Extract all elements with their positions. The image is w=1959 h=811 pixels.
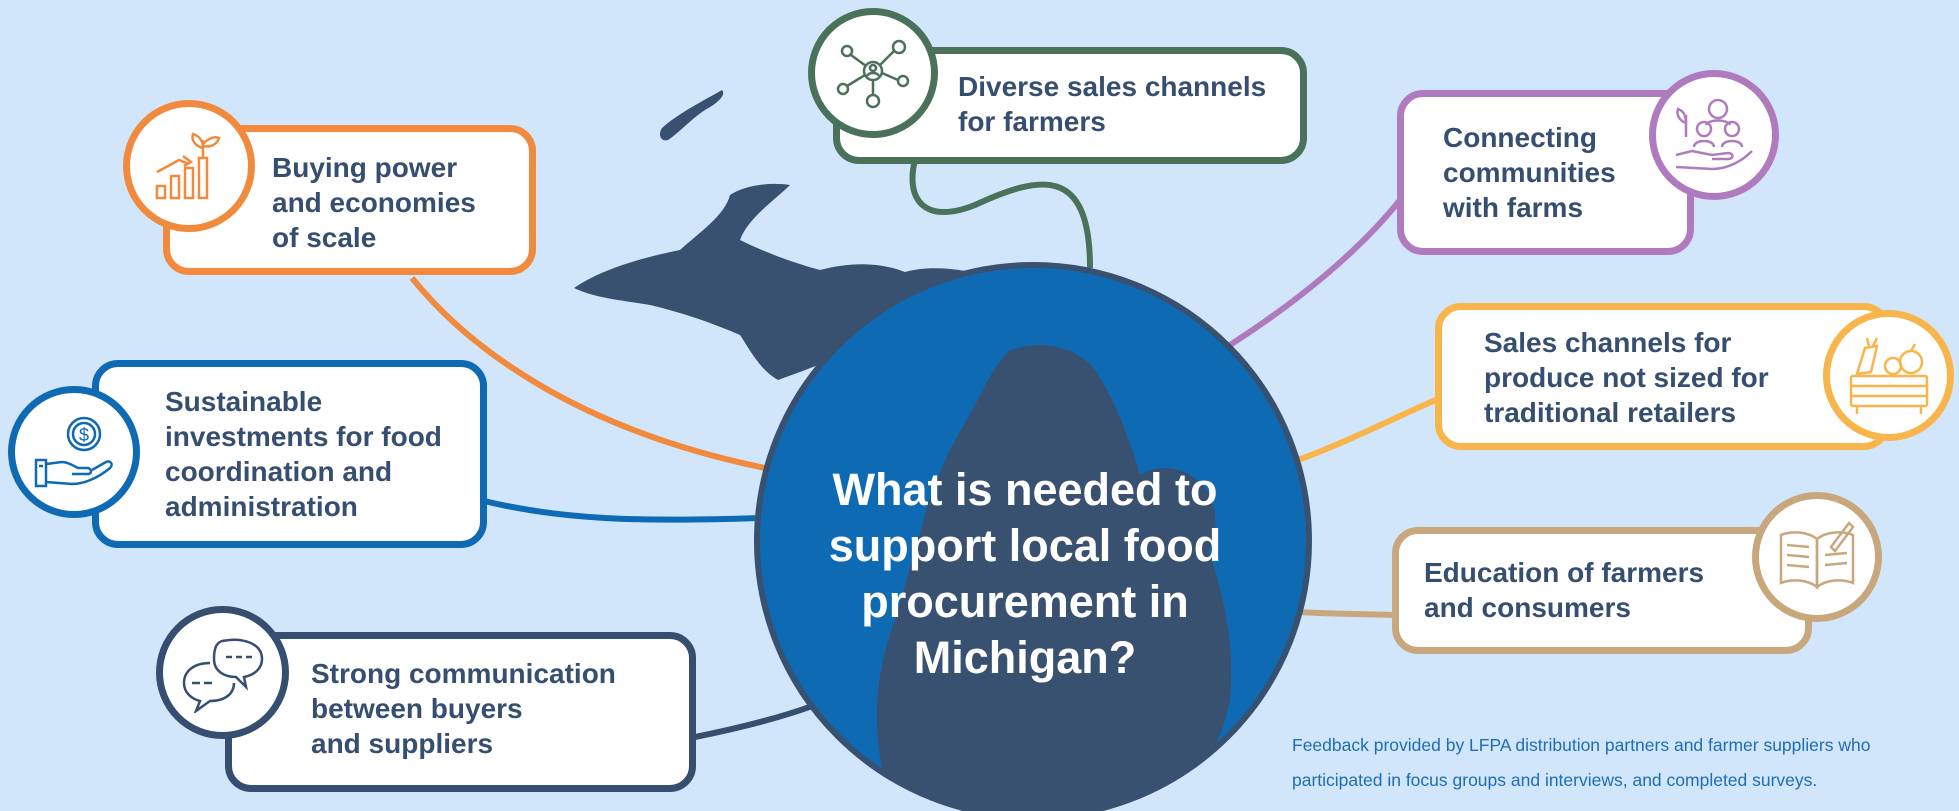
node-connecting-label: Connecting communities with farms <box>1443 122 1616 223</box>
node-communication-label: Strong communication between buyers and … <box>311 658 616 759</box>
node-buying-power-label: Buying power and economies of scale <box>272 152 476 253</box>
node-diverse-sales-icon-circle <box>808 8 938 138</box>
produce-crate-icon <box>1849 336 1928 414</box>
node-produce-icon-circle <box>1823 310 1954 441</box>
node-education-box <box>1392 527 1812 654</box>
lower-peninsula-shape <box>876 345 1232 811</box>
connector-education <box>1299 609 1396 618</box>
node-education-label: Education of farmers and consumers <box>1424 557 1705 623</box>
node-communication-box <box>225 632 696 792</box>
node-sustainable-icon-circle: $ <box>8 386 140 518</box>
node-produce-label: Sales channels for produce not sized for… <box>1484 327 1769 428</box>
growth-chart-plant-icon <box>155 132 221 200</box>
footnote: Feedback provided by LFPA distribution p… <box>1292 735 1871 790</box>
connector-connecting <box>1228 198 1403 348</box>
thumb-shape <box>1140 467 1216 555</box>
connector-diverse <box>909 159 1093 269</box>
node-education-icon-circle <box>1752 492 1882 622</box>
speech-bubbles-icon <box>182 638 263 713</box>
node-diverse-sales-label: Diverse sales channels for farmers <box>958 71 1267 137</box>
node-sustainable-label: Sustainable investments for food coordin… <box>165 386 442 522</box>
connector-produce <box>1296 395 1442 463</box>
isle-royale-shape <box>660 90 724 141</box>
node-buying-power-icon-circle <box>123 100 255 232</box>
open-book-icon <box>1779 521 1855 590</box>
network-people-icon <box>836 39 910 109</box>
node-communication-icon-circle <box>156 606 289 739</box>
connector-sustainable <box>479 497 761 523</box>
connector-communication <box>689 702 817 741</box>
node-connecting-box <box>1397 90 1694 255</box>
central-question: What is needed to support local food pro… <box>828 464 1222 683</box>
community-hand-icon <box>1675 98 1753 171</box>
hand-coin-icon: $ <box>34 416 113 488</box>
svg-text:$: $ <box>79 425 89 445</box>
connector-buying <box>409 276 766 471</box>
node-connecting-icon-circle <box>1649 70 1779 200</box>
